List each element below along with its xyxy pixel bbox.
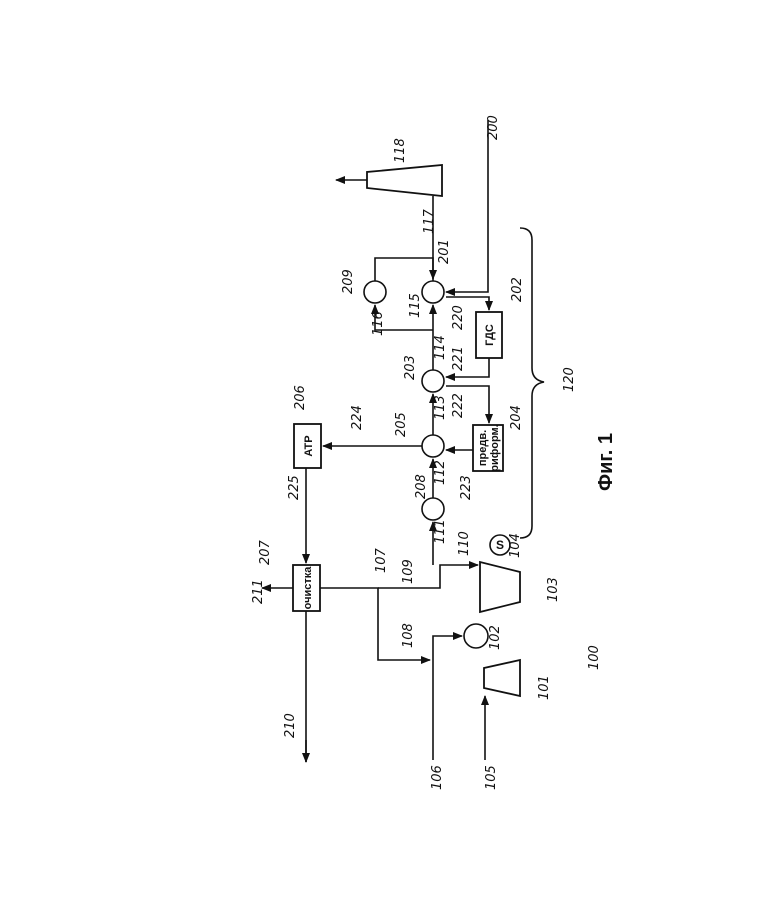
ref-206: 206: [293, 385, 308, 410]
ref-102: 102: [488, 625, 503, 650]
ref-221: 221: [451, 346, 466, 371]
node-209: [364, 281, 386, 303]
ref-222: 222: [451, 393, 466, 418]
ref-109: 109: [401, 559, 416, 584]
ref-116: 116: [371, 311, 386, 336]
compressor-101: [484, 660, 520, 696]
flow-106-to-102: [433, 636, 462, 660]
ref-113: 113: [433, 395, 448, 420]
ref-103: 103: [546, 577, 561, 602]
ref-105: 105: [484, 765, 499, 790]
ref-112: 112: [433, 460, 448, 485]
stack-118: [367, 165, 442, 196]
ref-201: 201: [437, 239, 452, 264]
ref-106: 106: [430, 765, 445, 790]
turbine-103: [480, 562, 520, 612]
ref-117: 117: [422, 208, 437, 234]
node-205: [422, 435, 444, 457]
ref-111: 111: [433, 519, 448, 544]
ref-104: 104: [508, 533, 523, 558]
flow-109: [378, 565, 478, 588]
ref-101: 101: [537, 675, 552, 700]
node-201: [422, 281, 444, 303]
ref-115: 115: [408, 293, 423, 318]
purification-label: очистка: [302, 566, 314, 610]
ref-114: 114: [433, 335, 448, 360]
ref-200: 200: [486, 115, 501, 140]
ref-204: 204: [509, 405, 524, 430]
hds-label: ГДС: [484, 324, 496, 346]
combustor-102: [464, 624, 488, 648]
atr-label: ATP: [303, 435, 315, 456]
ref-224: 224: [350, 405, 365, 430]
flow-209-201: [375, 258, 433, 281]
ref-118: 118: [393, 138, 408, 163]
ref-225: 225: [287, 475, 302, 500]
ref-202: 202: [510, 277, 525, 302]
node-203: [422, 370, 444, 392]
ref-203: 203: [403, 355, 418, 380]
ref-110: 110: [457, 531, 472, 556]
prereformer-label-1: предв.: [477, 430, 489, 466]
ref-207: 207: [258, 539, 273, 565]
ref-223: 223: [459, 475, 474, 500]
prereformer-label-2: риформ.: [489, 424, 501, 471]
ref-208: 208: [414, 474, 429, 499]
node-208: [422, 498, 444, 520]
ref-120: 120: [562, 367, 577, 392]
ref-100: 100: [587, 645, 602, 670]
ref-108: 108: [401, 623, 416, 648]
brace-120-page: [520, 228, 544, 538]
ref-210: 210: [283, 713, 298, 738]
ref-220: 220: [451, 305, 466, 330]
figure-caption: Фиг. 1: [595, 433, 617, 491]
flow-200: [446, 120, 488, 292]
generator-label: S: [496, 538, 504, 552]
ref-205: 205: [394, 412, 409, 437]
ref-209: 209: [341, 269, 356, 294]
ref-107: 107: [374, 547, 389, 573]
ref-211: 211: [251, 579, 266, 604]
